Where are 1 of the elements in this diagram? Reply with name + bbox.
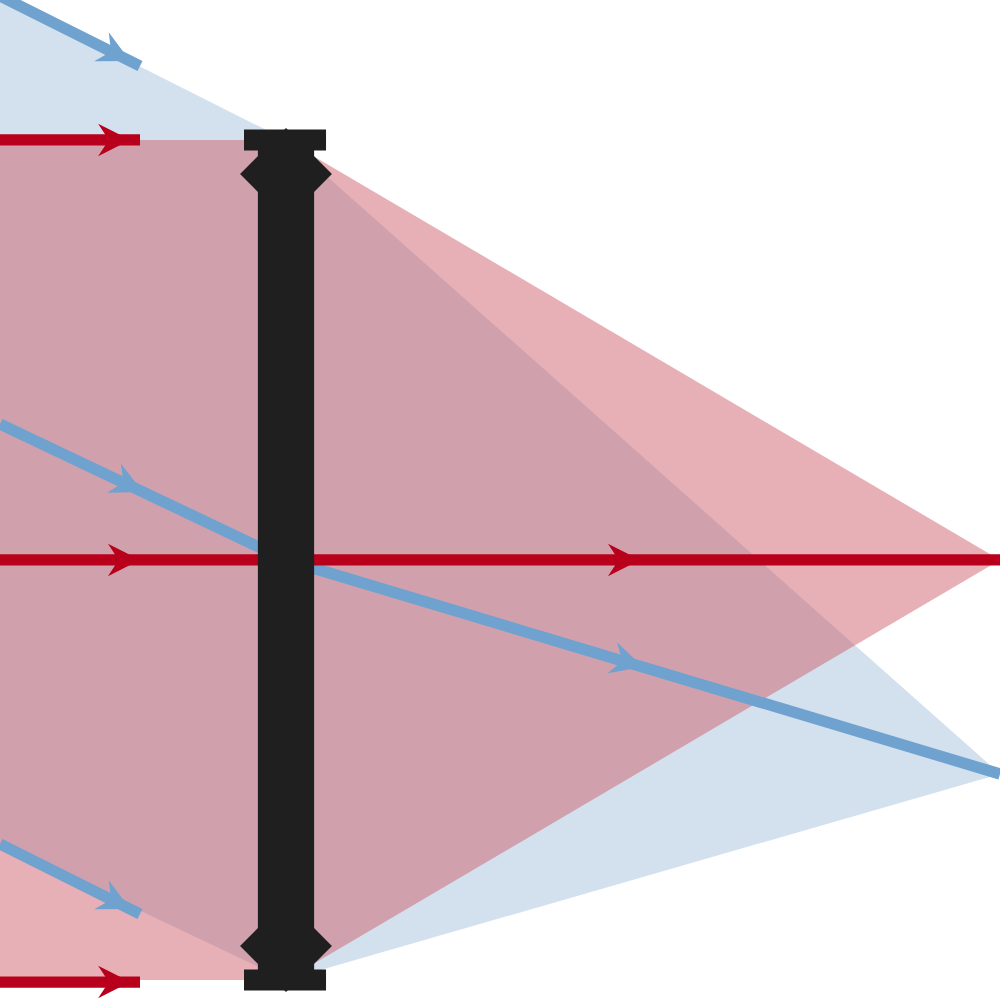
lens-symbol <box>240 128 332 992</box>
